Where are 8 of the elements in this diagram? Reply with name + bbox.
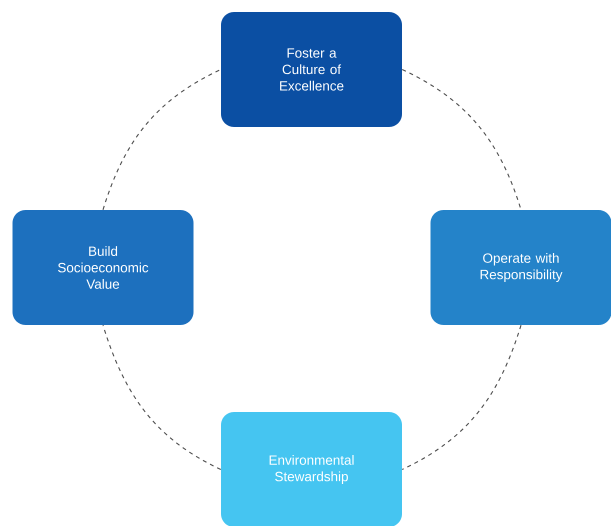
process-box: Operate with Responsibility [430,210,611,325]
dashed-connector [402,69,522,210]
dashed-connector [402,325,522,470]
dashed-connector [102,69,222,210]
dashed-connector [102,325,222,470]
process-box: Environmental Stewardship [221,412,402,526]
process-box: Foster a Culture of Excellence [221,12,402,127]
process-box: Build Socioeconomic Value [12,210,194,325]
